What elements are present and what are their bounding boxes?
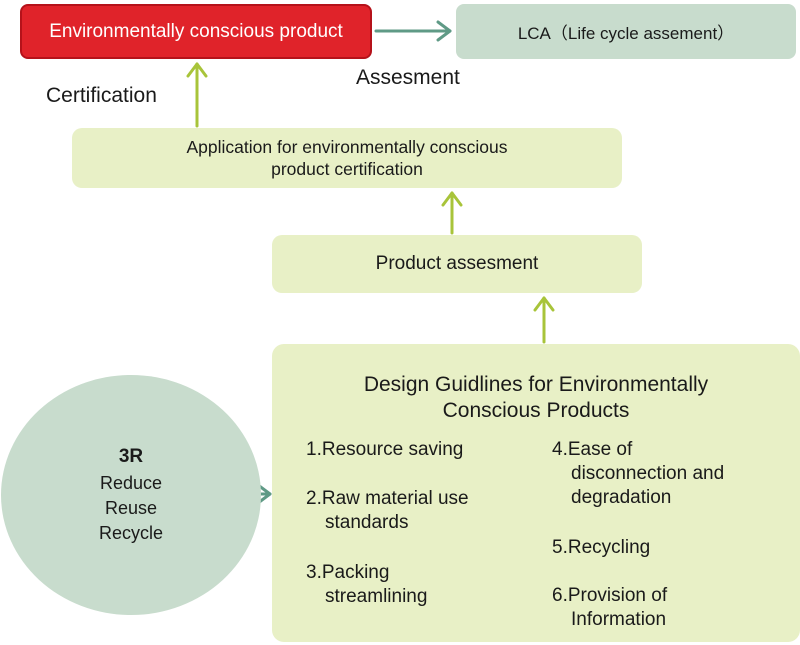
environmentally-conscious-product-node: Environmentally conscious product (20, 4, 372, 59)
lca-node-label: LCA（Life cycle assement） (517, 24, 735, 43)
guideline-item-6-line-2: Information (571, 609, 667, 630)
product-assessment-node: Product assesment (272, 235, 642, 293)
3r-reuse: Reuse (104, 498, 158, 518)
guideline-item-4: 4.Ease of disconnection and degradation (552, 438, 724, 510)
guidelines-title-line-2: Conscious Products (442, 399, 630, 422)
guideline-item-1-text: 1.Resource saving (306, 439, 464, 460)
3r-circle-node: 3R Reduce Reuse Recycle (1, 375, 261, 615)
guideline-item-5-text: 5.Recycling (552, 537, 651, 558)
guideline-item-2-line-2: standards (325, 512, 409, 533)
guideline-item-6: 6.Provision of Information (552, 584, 667, 632)
arrow-guidelines-to-assessment (533, 296, 555, 344)
lca-node: LCA（Life cycle assement） (456, 4, 796, 59)
product-node-label: Environmentally conscious product (49, 20, 343, 42)
guideline-item-2: 2.Raw material use standards (306, 487, 469, 535)
guideline-item-4-line-3: degradation (571, 487, 672, 508)
assessment-label: Assesment (356, 66, 460, 89)
guideline-item-3: 3.Packing streamlining (306, 561, 427, 609)
3r-reduce: Reduce (99, 473, 163, 493)
guidelines-title: Design Guidlines for Environmentally Con… (272, 372, 800, 424)
guidelines-title-line-1: Design Guidlines for Environmentally (363, 373, 709, 396)
arrow-product-to-lca (374, 20, 452, 42)
guideline-item-6-line-1: 6.Provision of (552, 585, 668, 606)
application-certification-node: Application for environmentally consciou… (72, 128, 622, 188)
application-line-1: Application for environmentally consciou… (186, 137, 508, 157)
arrow-assessment-to-application (441, 191, 463, 235)
3r-recycle: Recycle (98, 523, 164, 543)
3r-title: 3R (118, 446, 144, 467)
application-line-2: product certification (271, 159, 423, 179)
product-assessment-label: Product assesment (375, 253, 539, 274)
arrow-application-to-product (186, 62, 208, 128)
certification-label: Certification (46, 84, 157, 107)
guideline-item-3-line-1: 3.Packing (306, 562, 390, 583)
guideline-item-3-line-2: streamlining (325, 586, 428, 607)
guideline-item-2-line-1: 2.Raw material use (306, 488, 469, 509)
guideline-item-4-line-1: 4.Ease of (552, 439, 633, 460)
guideline-item-5: 5.Recycling (552, 536, 650, 560)
design-guidelines-node: Design Guidlines for Environmentally Con… (272, 344, 800, 642)
guideline-item-4-line-2: disconnection and (571, 463, 725, 484)
guideline-item-1: 1.Resource saving (306, 438, 463, 462)
